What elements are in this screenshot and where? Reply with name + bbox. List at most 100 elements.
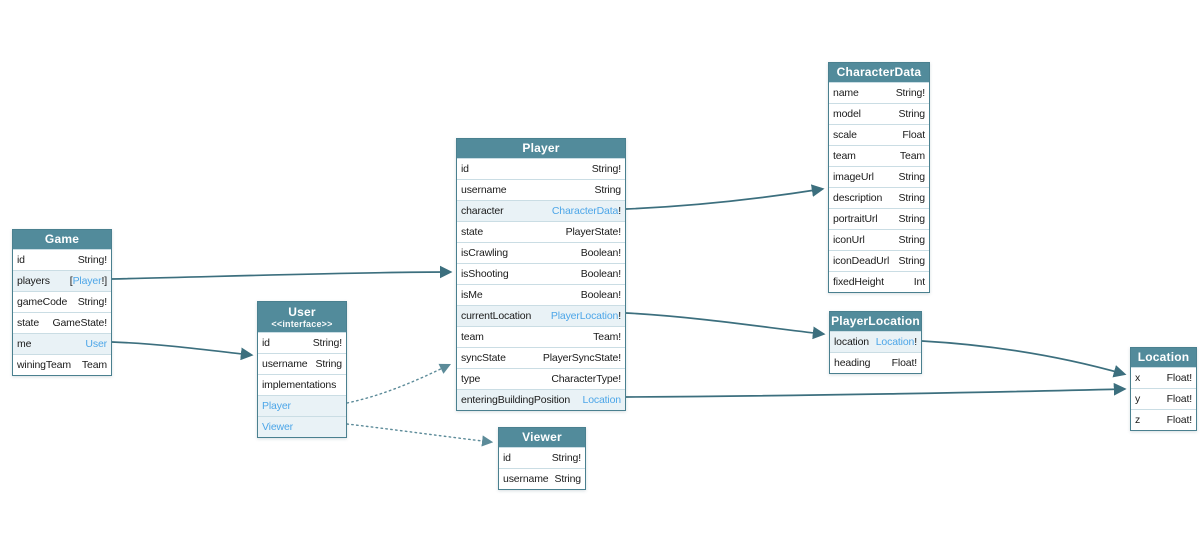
field-row-viewer[interactable]: Viewer bbox=[258, 416, 346, 437]
type-link[interactable]: User bbox=[85, 338, 107, 350]
type-node-header[interactable]: CharacterData bbox=[829, 63, 929, 82]
field-type: Float! bbox=[1167, 393, 1193, 405]
type-node-header[interactable]: Game bbox=[13, 230, 111, 249]
type-node-header[interactable]: PlayerLocation bbox=[830, 312, 921, 331]
field-type[interactable]: [Player!] bbox=[70, 275, 107, 287]
type-scalar-or-suffix: Float! bbox=[1166, 414, 1193, 426]
type-node-header[interactable]: User<<interface>> bbox=[258, 302, 346, 332]
edge-user-viewer-implementation[interactable] bbox=[346, 423, 494, 447]
edge-player-enteringbuildingposition-to-location[interactable] bbox=[625, 382, 1127, 398]
field-name: y bbox=[1135, 393, 1141, 405]
field-name: state bbox=[17, 317, 40, 329]
type-scalar-or-suffix: Boolean! bbox=[580, 247, 621, 259]
field-row-player[interactable]: Player bbox=[258, 395, 346, 416]
field-name: heading bbox=[834, 357, 871, 369]
field-row-players[interactable]: players[Player!] bbox=[13, 270, 111, 291]
type-node-header[interactable]: Location bbox=[1131, 348, 1196, 367]
type-scalar-or-suffix: String! bbox=[77, 296, 107, 308]
type-scalar-or-suffix: String bbox=[898, 255, 925, 267]
edge-user-player-implementation[interactable] bbox=[346, 363, 452, 404]
field-type[interactable]: User bbox=[85, 338, 107, 350]
field-name: me bbox=[17, 338, 32, 350]
field-row-implementations[interactable]: implementations bbox=[258, 374, 346, 395]
type-title: Location bbox=[1137, 350, 1190, 364]
type-scalar-or-suffix: String bbox=[554, 473, 581, 485]
type-link[interactable]: Player bbox=[72, 275, 102, 287]
edge-player-currentlocation-to-playerlocation[interactable] bbox=[625, 312, 826, 340]
field-row-iscrawling[interactable]: isCrawling Boolean! bbox=[457, 242, 625, 263]
type-node-header[interactable]: Player bbox=[457, 139, 625, 158]
field-type[interactable]: Location! bbox=[876, 336, 917, 348]
type-subtitle: <<interface>> bbox=[271, 318, 333, 329]
field-row-y[interactable]: y Float! bbox=[1131, 388, 1196, 409]
field-name: scale bbox=[833, 129, 857, 141]
implementation-link[interactable]: Player bbox=[262, 400, 291, 412]
edge-playerlocation-location-to-location[interactable] bbox=[921, 340, 1127, 378]
edge-player-character-to-characterdata[interactable] bbox=[625, 184, 825, 210]
type-node-header[interactable]: Viewer bbox=[499, 428, 585, 447]
field-type: String bbox=[898, 171, 925, 183]
type-title: User bbox=[288, 304, 316, 319]
field-type[interactable]: CharacterData! bbox=[552, 205, 621, 217]
field-type[interactable]: PlayerLocation! bbox=[551, 310, 621, 322]
field-row-x[interactable]: x Float! bbox=[1131, 367, 1196, 388]
field-type: Float! bbox=[1167, 372, 1193, 384]
type-link[interactable]: Location bbox=[582, 394, 622, 406]
field-name: x bbox=[1135, 372, 1141, 384]
field-type[interactable]: Location bbox=[583, 394, 622, 406]
field-name: character bbox=[461, 205, 504, 217]
edge-game-me-to-user[interactable] bbox=[111, 341, 254, 361]
type-scalar-or-suffix: String! bbox=[551, 452, 581, 464]
type-link[interactable]: Location bbox=[875, 336, 915, 348]
field-name: syncState bbox=[461, 352, 506, 364]
field-name: isCrawling bbox=[461, 247, 508, 259]
field-row-me[interactable]: me User bbox=[13, 333, 111, 354]
type-link[interactable]: CharacterData bbox=[551, 205, 619, 217]
type-scalar-or-suffix: Team bbox=[81, 359, 107, 371]
field-name: location bbox=[834, 336, 869, 348]
implementation-link[interactable]: Viewer bbox=[262, 421, 294, 433]
field-row-character[interactable]: character CharacterData! bbox=[457, 200, 625, 221]
edge-game-players-to-player[interactable] bbox=[111, 265, 453, 280]
type-link[interactable]: PlayerLocation bbox=[550, 310, 619, 322]
field-row-location[interactable]: location Location! bbox=[830, 331, 921, 352]
